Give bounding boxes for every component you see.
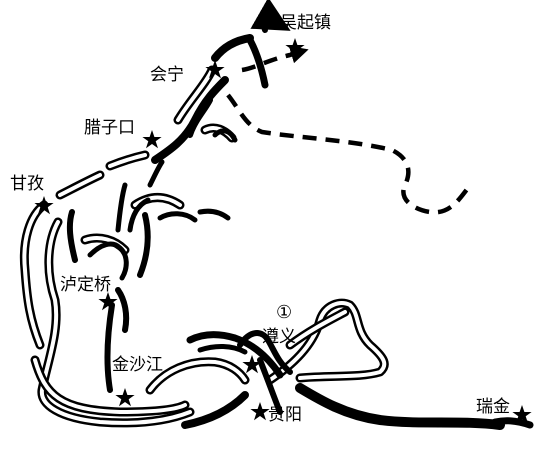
star-ruijin (512, 405, 532, 424)
hollow-routes (19, 65, 389, 428)
star-ludingqiao (98, 292, 118, 311)
label-lazikou: 腊子口 (84, 118, 135, 138)
label-huining: 会宁 (150, 65, 184, 85)
star-zunyi (242, 355, 262, 374)
label-ruijin: 瑞金 (476, 397, 510, 417)
marker-one: ① (276, 302, 292, 323)
star-guiyang (250, 402, 270, 421)
label-guiyang: 贵阳 (268, 405, 302, 425)
city-markers (34, 38, 532, 424)
label-ludingqiao: 泸定桥 (60, 275, 111, 295)
place-labels: 吴起镇 会宁 腊子口 甘孜 泸定桥 金沙江 遵义 贵阳 瑞金 ① (10, 13, 510, 425)
black-routes (66, 0, 534, 430)
star-lazikou (142, 130, 162, 149)
star-huining (205, 60, 225, 79)
label-zunyi: 遵义 (262, 327, 296, 347)
star-ganzi (34, 196, 54, 215)
star-jinshajiang (115, 388, 135, 407)
label-ganzi: 甘孜 (10, 174, 44, 194)
star-wuqizhen (285, 38, 305, 57)
label-wuqizhen: 吴起镇 (280, 13, 331, 33)
label-jinshajiang: 金沙江 (112, 355, 163, 375)
